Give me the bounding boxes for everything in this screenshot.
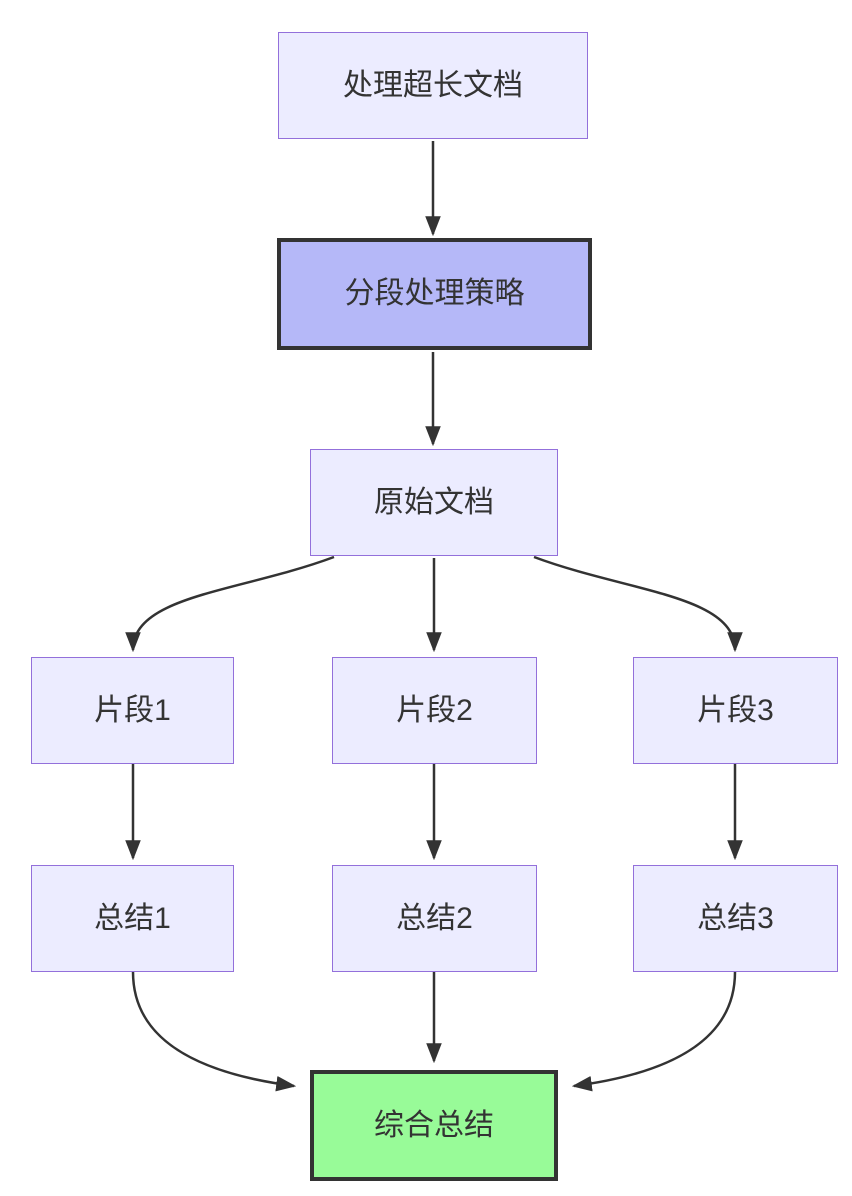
edge-c-to-d1 bbox=[125, 555, 335, 653]
node-fragment-1: 片段1 bbox=[31, 657, 234, 764]
node-label: 总结3 bbox=[697, 901, 774, 935]
node-label: 片段3 bbox=[697, 693, 774, 727]
node-summary-1: 总结1 bbox=[31, 865, 234, 972]
node-segmented-processing-strategy: 分段处理策略 bbox=[277, 238, 592, 350]
node-label: 处理超长文档 bbox=[343, 68, 523, 102]
node-label: 综合总结 bbox=[374, 1108, 494, 1142]
node-combined-summary: 综合总结 bbox=[310, 1070, 558, 1181]
edge-e3-to-f bbox=[571, 971, 737, 1092]
node-label: 原始文档 bbox=[374, 485, 494, 519]
node-fragment-3: 片段3 bbox=[633, 657, 838, 764]
node-label: 分段处理策略 bbox=[344, 277, 525, 310]
node-label: 总结2 bbox=[396, 901, 473, 935]
node-summary-3: 总结3 bbox=[633, 865, 838, 972]
node-summary-2: 总结2 bbox=[332, 865, 537, 972]
node-label: 总结1 bbox=[94, 901, 171, 935]
node-fragment-2: 片段2 bbox=[332, 657, 537, 764]
node-label: 片段1 bbox=[94, 693, 171, 727]
node-process-long-document: 处理超长文档 bbox=[278, 32, 588, 139]
node-original-document: 原始文档 bbox=[310, 449, 558, 556]
edge-c-to-d3 bbox=[533, 555, 743, 653]
edge-e1-to-f bbox=[131, 971, 297, 1092]
node-label: 片段2 bbox=[396, 693, 473, 727]
